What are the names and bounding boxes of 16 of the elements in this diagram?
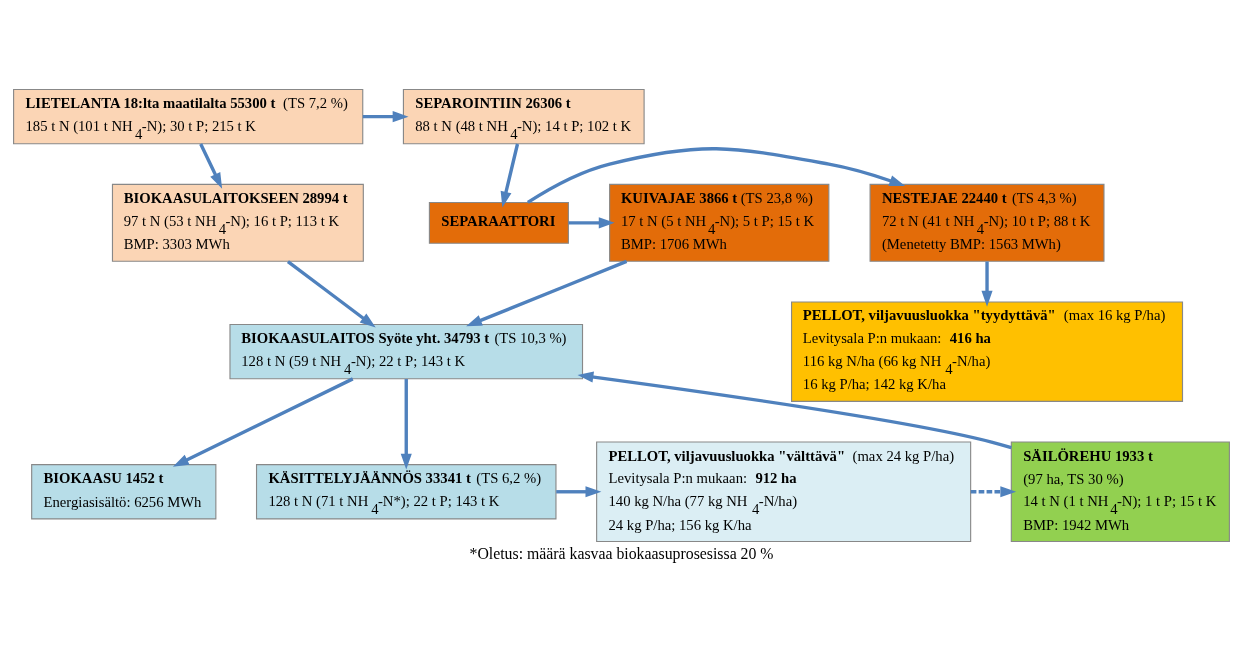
arrow <box>286 260 376 328</box>
arrow <box>577 371 1012 450</box>
node-box: SEPARAATTORI <box>428 201 569 244</box>
arrow <box>526 147 906 204</box>
arrow <box>199 143 223 189</box>
arrow <box>500 143 520 208</box>
arrow <box>981 261 993 307</box>
arrow <box>362 111 409 123</box>
arrow <box>568 217 615 229</box>
arrow <box>400 379 412 470</box>
arrow <box>556 486 602 498</box>
caption: *Oletus: määrä kasvaa biokaasuprosesissa 20 % <box>469 544 774 562</box>
arrow <box>970 486 1017 498</box>
arrow <box>466 259 628 327</box>
node-box: BIOKAASU 1452 t Energiasisältö: 6256 MWh <box>31 464 217 520</box>
arrow <box>172 377 354 467</box>
